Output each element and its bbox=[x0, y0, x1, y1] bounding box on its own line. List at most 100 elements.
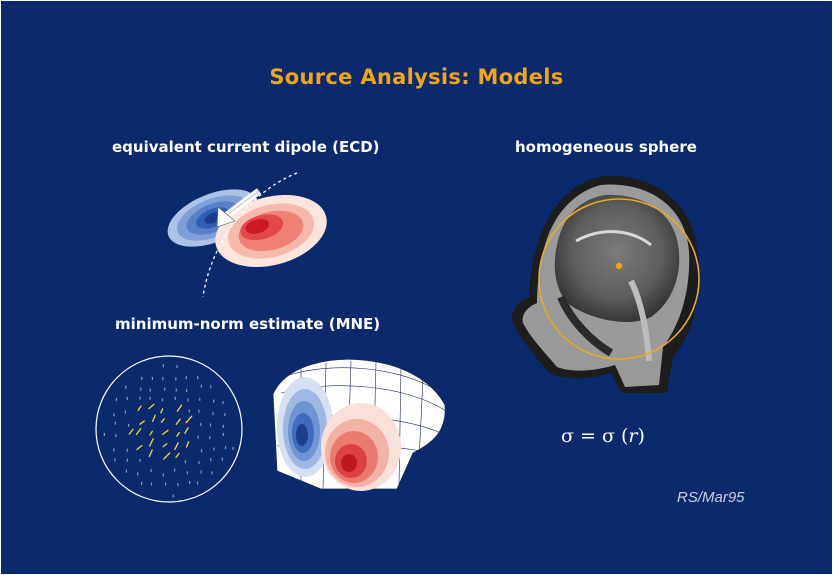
grid-mark bbox=[115, 434, 117, 438]
grid-mark bbox=[222, 424, 224, 428]
current-arrow bbox=[162, 429, 169, 436]
grid-mark bbox=[221, 457, 223, 461]
grid-mark bbox=[210, 385, 212, 389]
grid-mark bbox=[222, 401, 224, 405]
grid-mark bbox=[103, 432, 105, 436]
current-arrow bbox=[160, 418, 165, 423]
conductivity-formula: σ = σ (r) bbox=[561, 425, 645, 447]
current-arrow bbox=[149, 430, 153, 436]
grid-mark bbox=[176, 365, 178, 369]
grid-mark bbox=[125, 469, 128, 473]
grid-mark bbox=[162, 364, 164, 368]
grid-mark bbox=[186, 471, 188, 475]
current-arrow bbox=[185, 441, 190, 448]
current-arrow bbox=[136, 444, 143, 451]
grid-mark bbox=[196, 481, 199, 485]
grid-mark bbox=[209, 423, 212, 427]
grid-mark bbox=[137, 472, 139, 476]
grid-mark bbox=[198, 461, 200, 465]
grid-mark bbox=[200, 449, 203, 453]
grid-mark bbox=[126, 458, 128, 462]
grid-mark bbox=[124, 410, 126, 414]
grid-mark bbox=[140, 387, 142, 391]
grid-mark bbox=[150, 482, 153, 486]
grid-mark bbox=[127, 423, 130, 427]
grid-mark bbox=[164, 482, 167, 486]
grid-mark bbox=[162, 377, 164, 381]
current-arrow bbox=[137, 405, 142, 411]
grid-mark bbox=[162, 473, 164, 477]
grid-mark bbox=[210, 458, 212, 462]
sphere-label: homogeneous sphere bbox=[515, 138, 697, 156]
grid-mark bbox=[113, 448, 115, 452]
ecd-label: equivalent current dipole (ECD) bbox=[112, 138, 380, 156]
grid-mark bbox=[213, 447, 215, 451]
grid-mark bbox=[188, 409, 190, 413]
current-arrow bbox=[176, 431, 180, 437]
grid-mark bbox=[187, 398, 189, 402]
current-arrow bbox=[174, 442, 179, 451]
current-arrow bbox=[175, 418, 181, 426]
grid-mark bbox=[186, 389, 188, 393]
grid-mark bbox=[213, 399, 215, 403]
grid-mark bbox=[200, 422, 202, 426]
current-arrow bbox=[163, 452, 171, 460]
grid-mark bbox=[151, 376, 154, 380]
mne-label: minimum-norm estimate (MNE) bbox=[115, 315, 381, 333]
grid-mark bbox=[125, 385, 127, 389]
grid-mark bbox=[149, 388, 151, 392]
grid-mark bbox=[211, 471, 213, 475]
grid-mark bbox=[175, 377, 177, 381]
grid-mark bbox=[114, 458, 116, 462]
grid-mark bbox=[113, 413, 115, 417]
grid-mark bbox=[232, 446, 234, 450]
grid-mark bbox=[200, 384, 202, 388]
grid-mark bbox=[212, 412, 214, 416]
grid-mark bbox=[189, 481, 191, 485]
current-arrow bbox=[152, 414, 156, 422]
grid-mark bbox=[177, 483, 179, 487]
grid-mark bbox=[126, 396, 128, 400]
current-arrow bbox=[184, 427, 189, 434]
grid-mark bbox=[115, 397, 118, 401]
current-arrow bbox=[128, 428, 134, 435]
grid-mark bbox=[197, 376, 199, 380]
grid-mark bbox=[200, 470, 202, 474]
grid-mark bbox=[209, 436, 211, 440]
grid-mark bbox=[222, 432, 224, 436]
grid-mark bbox=[141, 376, 143, 380]
grid-mark bbox=[174, 468, 176, 472]
grid-mark bbox=[175, 388, 177, 392]
current-arrow bbox=[175, 452, 180, 458]
current-arrow bbox=[149, 438, 154, 447]
slide-title: Source Analysis: Models bbox=[269, 65, 564, 89]
grid-mark bbox=[114, 421, 116, 425]
grid-mark bbox=[139, 458, 141, 462]
grid-mark bbox=[174, 396, 176, 400]
grid-mark bbox=[224, 413, 226, 417]
formula-left: σ = σ ( bbox=[561, 425, 629, 447]
current-arrow bbox=[148, 403, 155, 410]
grid-mark bbox=[172, 494, 174, 498]
formula-right: ) bbox=[637, 425, 645, 447]
grid-mark bbox=[161, 398, 164, 402]
grid-mark bbox=[150, 469, 152, 473]
grid-mark bbox=[184, 460, 187, 464]
current-arrow bbox=[148, 449, 153, 458]
grid-mark bbox=[198, 409, 200, 413]
formula-variable: r bbox=[628, 425, 638, 447]
signature: RS/Mar95 bbox=[677, 489, 745, 506]
grid-mark bbox=[224, 446, 227, 450]
grid-mark bbox=[197, 435, 199, 439]
current-arrow bbox=[160, 408, 164, 414]
current-arrow bbox=[139, 420, 145, 425]
grid-mark bbox=[149, 396, 151, 400]
grid-mark bbox=[185, 376, 187, 380]
grid-mark bbox=[140, 481, 143, 485]
current-arrow bbox=[176, 404, 183, 412]
